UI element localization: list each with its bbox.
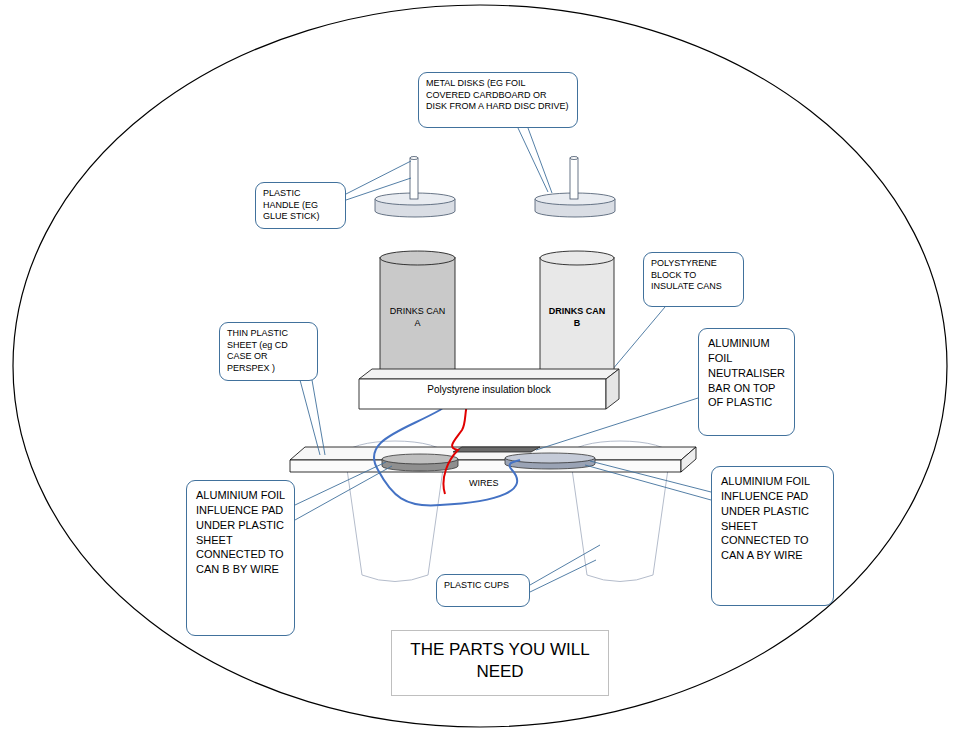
handle [570,158,578,199]
outer-ellipse [13,5,947,727]
handle-top [570,157,578,160]
leader-line [346,161,411,200]
leader-line [518,128,552,193]
can-body [380,257,455,379]
callout-box: METAL DISKS (EG FOIL COVERED CARDBOARD O… [418,72,578,128]
can-top [540,251,614,265]
influence-pad [382,453,595,471]
callout-box: ALUMINIUM FOIL NEUTRALISER BAR ON TOP OF… [698,328,795,436]
can-top [380,251,455,265]
node-text: Polystyrene insulation block [358,368,620,395]
cup-body [570,455,670,582]
plastic-sheet-front [290,460,681,472]
neutraliser-bar [453,447,540,452]
leader-line [295,462,392,520]
node-text: THIN PLASTIC SHEET (eg CD CASE OR PERSPE… [227,328,310,375]
plastic-sheet-top [290,447,696,460]
node-text: ALUMINIUM FOIL INFLUENCE PAD UNDER PLAST… [721,474,824,563]
node-text: DRINKS CAN A [387,306,449,329]
node-text: PLASTIC HANDLE (EG GLUE STICK) [263,188,338,223]
can-body [540,257,614,381]
callout-box: ALUMINIUM FOIL INFLUENCE PAD UNDER PLAST… [711,466,834,606]
callout-box: THIN PLASTIC SHEET (eg CD CASE OR PERSPE… [219,322,318,381]
callout-box: POLYSTYRENE BLOCK TO INSULATE CANS [643,252,744,307]
node-text: METAL DISKS (EG FOIL COVERED CARDBOARD O… [426,78,570,113]
node-text: POLYSTYRENE BLOCK TO INSULATE CANS [651,258,736,293]
drinks-can: DRINKS CAN B [539,250,615,382]
callout-box: PLASTIC HANDLE (EG GLUE STICK) [255,182,346,229]
handle [410,158,418,199]
callout-box: PLASTIC CUPS [436,574,530,607]
leader-line [530,545,600,592]
plastic-sheet-side [681,447,696,472]
pad-top [382,454,458,464]
block-face [359,369,619,379]
node-text: DRINKS CAN B [546,306,608,329]
leader-lines [295,128,711,592]
wire-label: WIRES [467,478,501,488]
callout-box: ALUMINIUM FOIL INFLUENCE PAD UNDER PLAST… [186,480,295,636]
drinks-can: DRINKS CAN A [379,250,456,380]
leader-line [585,461,711,500]
leader-connector [612,307,665,370]
handle-top [410,157,418,160]
metal-disks [375,157,615,218]
polystyrene-block: Polystyrene insulation block [358,368,620,410]
leader-line [300,380,325,455]
node-text: PLASTIC CUPS [444,580,522,592]
block-face [606,369,619,409]
node-text: THE PARTS YOU WILL NEED [402,639,598,683]
node-text: ALUMINIUM FOIL INFLUENCE PAD UNDER PLAST… [196,488,285,577]
title-box: THE PARTS YOU WILL NEED [391,630,609,696]
node-text: ALUMINIUM FOIL NEUTRALISER BAR ON TOP OF… [708,336,785,410]
